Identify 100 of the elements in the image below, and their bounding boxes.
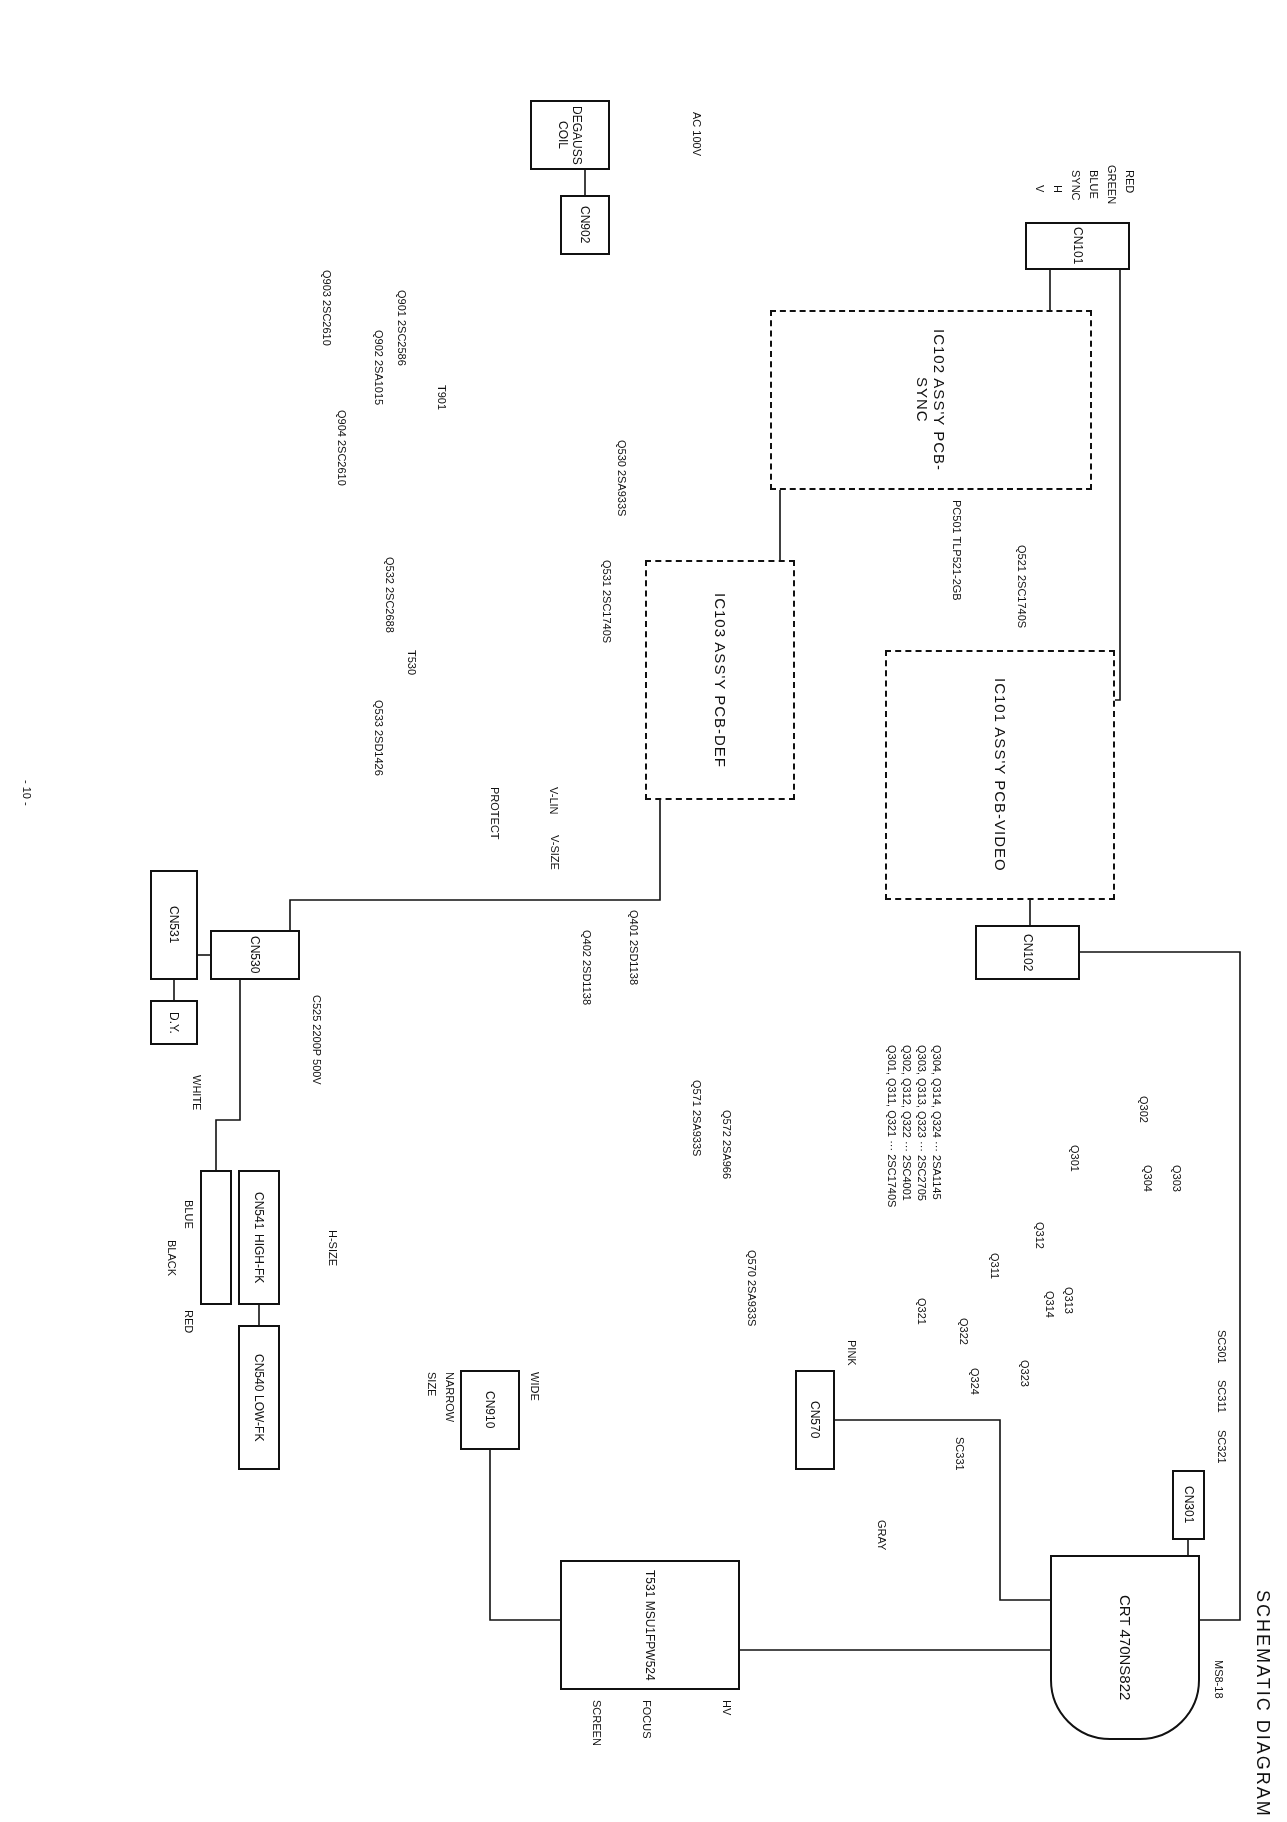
- component-label: Q311: [988, 1253, 1001, 1280]
- component-label: Q532 2SC2688: [383, 557, 396, 633]
- component-label: Q323: [1018, 1360, 1031, 1387]
- wire: [739, 1649, 1051, 1651]
- component-label: HIGH-FK: [252, 1233, 266, 1283]
- wire: [197, 954, 211, 956]
- component-label: CN570: [808, 1401, 822, 1439]
- wire: [584, 169, 586, 196]
- wire: [779, 489, 781, 561]
- component-label: Q301, Q311, Q321 ··· 2SC1740S: [885, 1045, 898, 1208]
- crt-tube: [1050, 1555, 1200, 1740]
- component-label: V: [1033, 185, 1046, 193]
- component-label: CN541: [252, 1192, 266, 1230]
- wire: [1029, 899, 1031, 926]
- transformer-block: [560, 1560, 740, 1690]
- component-label: DEGAUSS COIL: [556, 104, 584, 167]
- connector-block: [1172, 1470, 1205, 1540]
- component-label: Q402 2SD1138: [580, 930, 593, 1006]
- component-label: V-LIN: [547, 787, 560, 815]
- wire: [1049, 269, 1051, 311]
- component-label: Q901 2SC2586: [395, 290, 408, 366]
- component-label: Q570 2SA933S: [745, 1250, 758, 1327]
- title: SCHEMATIC DIAGRAM: [1252, 1590, 1273, 1818]
- component-label: BLUE: [182, 1200, 195, 1229]
- component-label: Q571 2SA933S: [690, 1080, 703, 1157]
- component-label: PROTECT: [488, 787, 501, 840]
- component-label: RED: [182, 1310, 195, 1334]
- component-label: CN101: [1070, 227, 1085, 265]
- model-number: MS8-18: [1212, 1660, 1225, 1699]
- component-label: SYNC: [1069, 170, 1082, 201]
- connector-block: [150, 870, 198, 980]
- component-label: HV: [720, 1700, 733, 1716]
- component-label: CN910: [483, 1391, 497, 1429]
- component-label: WIDE: [528, 1372, 541, 1401]
- connector-block: [238, 1325, 280, 1470]
- component-label: Q572 2SA966: [720, 1110, 733, 1180]
- component-label: Q530 2SA933S: [615, 440, 628, 517]
- component-label: Q321: [915, 1298, 928, 1325]
- connector-block: [238, 1170, 280, 1305]
- component-label: CN301: [1181, 1486, 1196, 1524]
- component-label: IC103 ASS'Y PCB-DEF: [711, 592, 729, 768]
- component-label: PINK: [845, 1340, 858, 1366]
- component-label: Q304, Q314, Q324 ··· 2SA1145: [930, 1045, 943, 1200]
- component-label: Q531 2SC1740S: [600, 560, 613, 644]
- component-label: Q302, Q312, Q322 ··· 2SC4001: [900, 1045, 913, 1201]
- component-label: T901: [435, 385, 448, 411]
- component-label: IC101 ASS'Y PCB-VIDEO: [991, 678, 1009, 872]
- wire: [289, 799, 661, 931]
- component-label: CN102: [1020, 933, 1035, 972]
- connector-block: [560, 195, 610, 255]
- connector-block: [210, 930, 300, 980]
- component-label: LOW-FK: [252, 1394, 266, 1442]
- component-label: T531 MSU1FPW524: [643, 1569, 657, 1681]
- component-label: SC331: [953, 1437, 966, 1471]
- component-label: Q302: [1137, 1096, 1150, 1123]
- component-label: CRT 470NS822: [1116, 1594, 1134, 1701]
- component-label: SIZE: [425, 1372, 438, 1397]
- connector-block: [200, 1170, 232, 1305]
- component-label: NARROW: [443, 1372, 456, 1423]
- component-label: GRAY: [875, 1520, 888, 1551]
- component-label: Q904 2SC2610: [335, 410, 348, 486]
- component-label: Q903 2SC2610: [320, 270, 333, 346]
- component-label: Q322: [957, 1318, 970, 1345]
- component-label: Q314: [1043, 1291, 1056, 1318]
- component-label: WHITE: [190, 1075, 203, 1111]
- connector-block: [1025, 222, 1130, 270]
- component-label: AC 100V: [690, 112, 703, 157]
- component-label: Q303: [1170, 1165, 1183, 1192]
- component-label: Q521 2SC1740S: [1015, 545, 1028, 629]
- component-label: Q533 2SD1426: [372, 700, 385, 776]
- component-label: SCREEN: [590, 1700, 603, 1746]
- component-label: SC321: [1215, 1430, 1228, 1464]
- component-label: CN902: [578, 206, 592, 244]
- component-label: Q902 2SA1015: [372, 330, 385, 406]
- wire: [215, 979, 241, 1171]
- component-label: V-SIZE: [548, 835, 561, 870]
- component-label: PC501 TLP521-2GB: [950, 500, 963, 601]
- component-label: SC311: [1215, 1380, 1228, 1413]
- yoke-block: [150, 1000, 198, 1045]
- wire: [1187, 1539, 1189, 1556]
- component-label: BLUE: [1087, 170, 1100, 199]
- wire: [489, 1449, 561, 1621]
- component-label: H-SIZE: [326, 1230, 339, 1267]
- wire: [173, 979, 175, 1001]
- wire: [1114, 269, 1121, 701]
- component-label: CN530: [248, 936, 262, 974]
- component-label: RED: [1123, 170, 1136, 194]
- component-label: Q324: [968, 1368, 981, 1395]
- component-label: CN540: [252, 1353, 266, 1391]
- connector-block: [460, 1370, 520, 1450]
- page-number: - 10 -: [20, 780, 33, 806]
- component-label: BLACK: [165, 1240, 178, 1277]
- component-label: Q304: [1141, 1165, 1154, 1192]
- component-label: SC301: [1215, 1330, 1228, 1364]
- coil-block: [530, 100, 610, 170]
- circuit-board-block: [645, 560, 795, 800]
- component-label: Q312: [1033, 1222, 1046, 1249]
- component-label: Q401 2SD1138: [627, 910, 640, 986]
- connector-block: [795, 1370, 835, 1470]
- connector-block: [975, 925, 1080, 980]
